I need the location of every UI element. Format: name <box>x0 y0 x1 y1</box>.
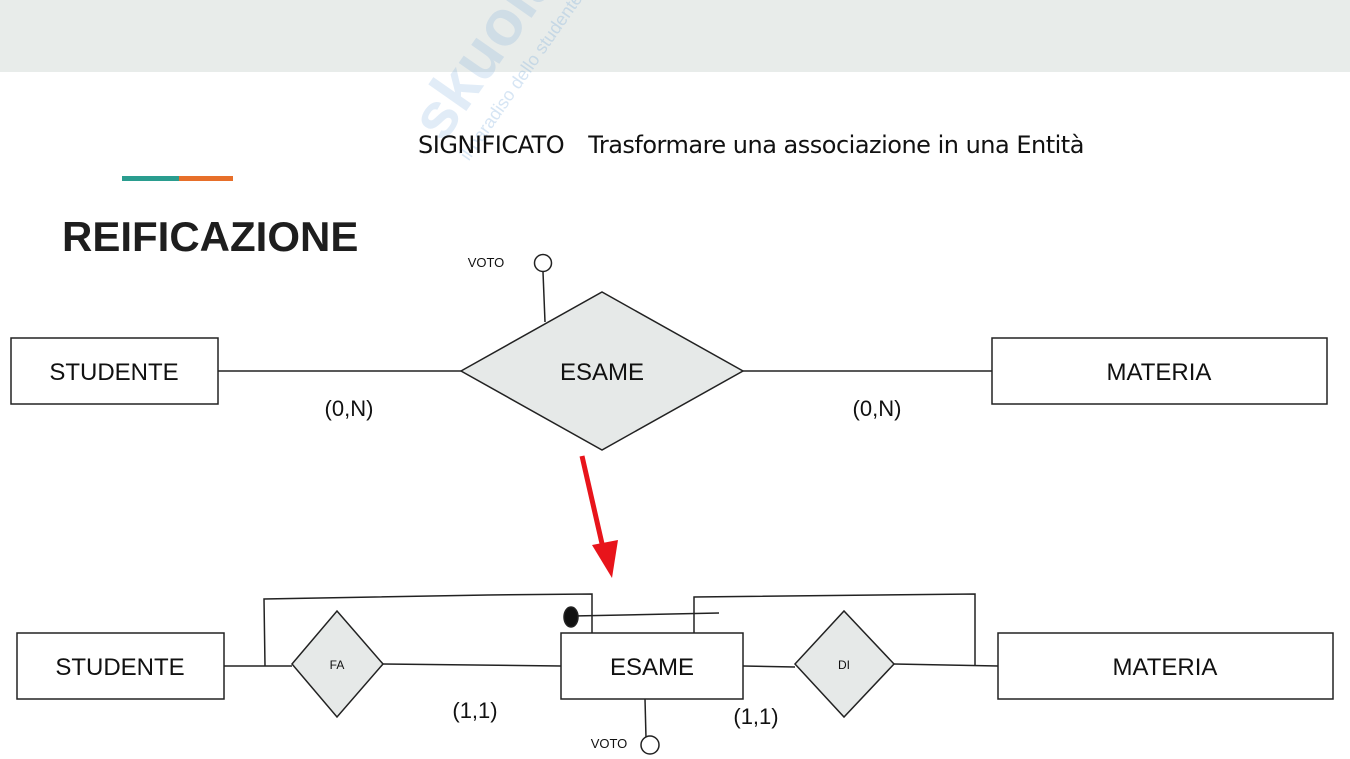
entity-studente <box>10 337 219 405</box>
attribute-circle <box>533 253 553 273</box>
relationship-di <box>793 609 896 719</box>
relationship-label: DI <box>838 658 850 672</box>
connector-line <box>893 663 999 667</box>
connector-line <box>742 665 796 668</box>
relationship-fa <box>291 609 384 719</box>
entity-label: MATERIA <box>1113 654 1218 681</box>
entity-studente <box>16 632 225 700</box>
slide-subtitle: SIGNIFICATO Trasformare una associazione … <box>418 131 1108 159</box>
transformation-arrow <box>579 455 618 578</box>
diagram-after: STUDENTE FA ESAME DI MATERIA VOTO (1,1) … <box>16 593 1334 755</box>
cardinality-label: (1,1) <box>733 704 778 729</box>
cardinality-label: (1,1) <box>452 698 497 723</box>
relationship-label: ESAME <box>560 359 644 386</box>
attribute-line <box>542 271 546 323</box>
identifier-line-left <box>263 593 593 667</box>
attribute-label: VOTO <box>468 255 505 270</box>
external-identifier-dot <box>563 606 579 628</box>
top-bar <box>0 0 1350 72</box>
external-identifier-line <box>572 612 720 617</box>
entity-label: ESAME <box>610 654 694 681</box>
entity-label: MATERIA <box>1107 359 1212 386</box>
relationship-esame <box>459 291 745 451</box>
identifier-line-right <box>693 593 976 666</box>
accent-bar-teal <box>122 176 179 181</box>
entity-label: STUDENTE <box>55 654 184 681</box>
relationship-label: FA <box>330 658 345 672</box>
accent-bar-orange <box>179 176 233 181</box>
slide-title: REIFICAZIONE <box>62 213 359 260</box>
entity-esame <box>560 632 744 700</box>
connector-line <box>382 663 562 667</box>
attribute-line <box>644 698 647 739</box>
attribute-label: VOTO <box>591 736 628 751</box>
cardinality-label: (0,N) <box>325 396 374 421</box>
entity-materia <box>997 632 1334 700</box>
entity-materia <box>991 337 1328 405</box>
subtitle-label: SIGNIFICATO <box>418 131 565 159</box>
entity-label: STUDENTE <box>49 359 178 386</box>
subtitle-text: Trasformare una associazione in una Enti… <box>588 131 1084 159</box>
diagram-before: STUDENTE ESAME MATERIA VOTO (0,N) (0,N) <box>10 253 1328 451</box>
cardinality-label: (0,N) <box>853 396 902 421</box>
attribute-circle <box>640 735 660 755</box>
